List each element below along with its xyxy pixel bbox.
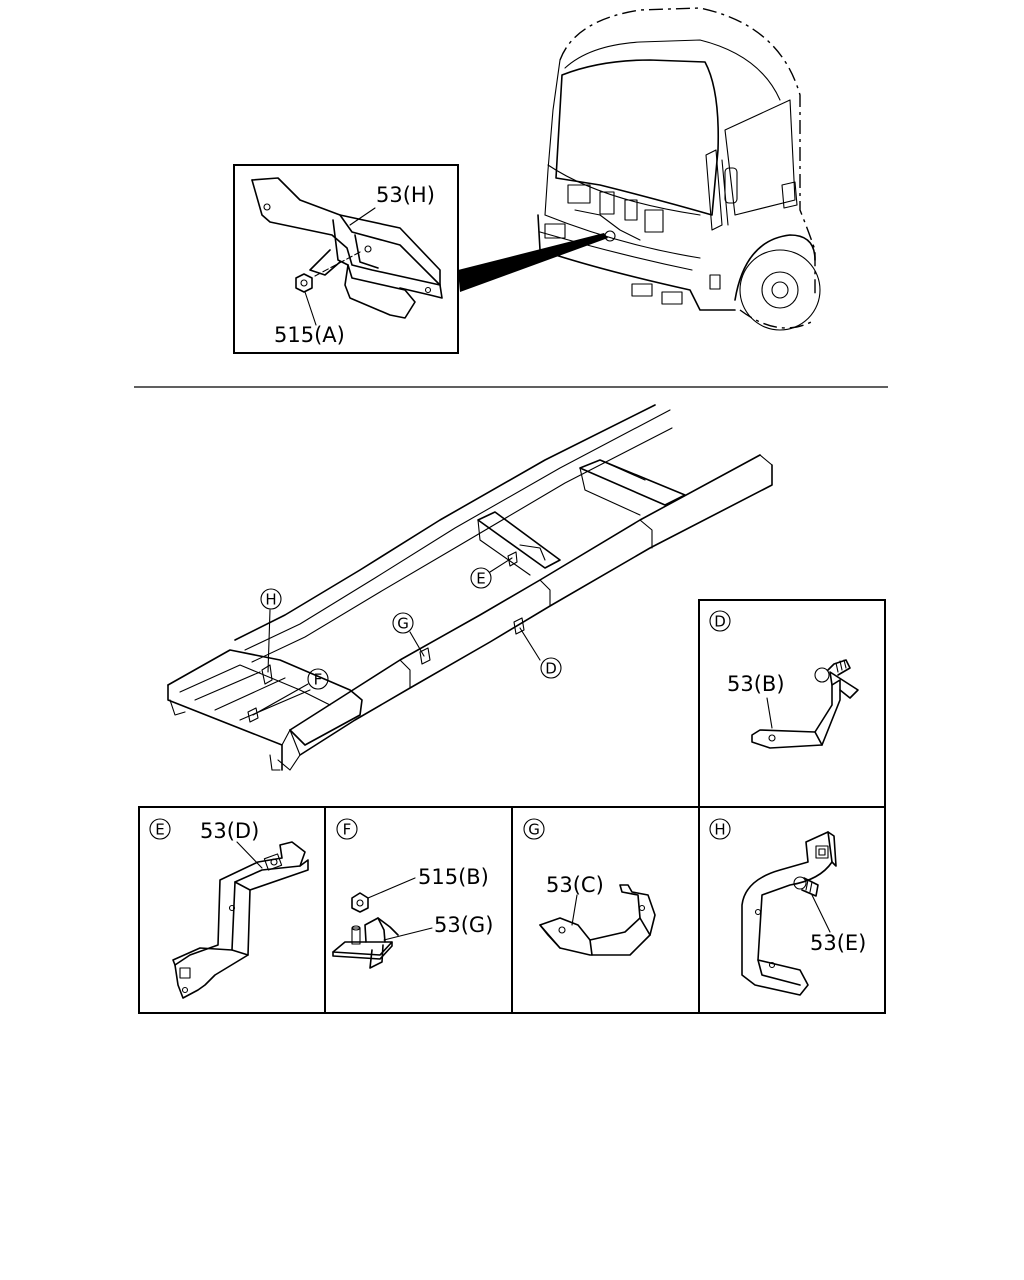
bracket-53c-drawing [539,884,656,956]
svg-text:G: G [528,821,540,839]
nut-515a-drawing [295,273,313,293]
svg-text:H: H [714,821,725,839]
svg-text:F: F [343,821,352,839]
callout-d: D [540,657,562,679]
bracket-53g-drawing [332,917,399,969]
svg-text:F: F [314,671,323,689]
panel-g: G 53(C) [523,818,656,956]
leader-wedge [458,233,608,292]
panel-h-header: H [709,818,731,840]
svg-text:E: E [155,821,164,839]
label-53c: 53(C) [546,873,604,897]
panel-f: F 515(B) 53(G) [332,818,493,969]
callout-e: E [470,567,492,589]
callout-g: G [392,612,414,634]
svg-text:G: G [397,615,409,633]
panel-e: E 53(D) [149,818,309,999]
label-515b: 515(B) [418,865,489,889]
nut-515b-drawing [351,892,369,913]
chassis-frame-illustration [167,404,773,771]
frame-callout-leaders [252,557,541,716]
callout-f: F [307,668,329,690]
label-515a: 515(A) [274,323,345,347]
panel-e-header: E [149,818,171,840]
panel-h: H 53(E) [709,818,866,996]
label-53g: 53(G) [434,913,493,937]
label-53d: 53(D) [200,819,259,843]
callout-h: H [260,588,282,610]
svg-text:E: E [476,570,485,588]
bracket-53e-drawing [741,831,837,996]
panel-f-header: F [336,818,358,840]
truck-cab-illustration [537,7,821,331]
panel-d [698,599,886,808]
detail-inset-h [233,164,459,354]
label-53b: 53(B) [727,672,785,696]
panel-d-header: D [709,610,731,632]
bracket-53d-drawing [172,841,309,999]
svg-text:H: H [265,591,276,609]
svg-text:D: D [545,660,557,678]
label-53h: 53(H) [376,183,435,207]
bracket-53h-drawing [251,177,443,319]
panel-g-header: G [523,818,545,840]
label-53e: 53(E) [810,931,866,955]
svg-text:D: D [714,613,726,631]
bracket-53b-drawing [751,659,859,749]
